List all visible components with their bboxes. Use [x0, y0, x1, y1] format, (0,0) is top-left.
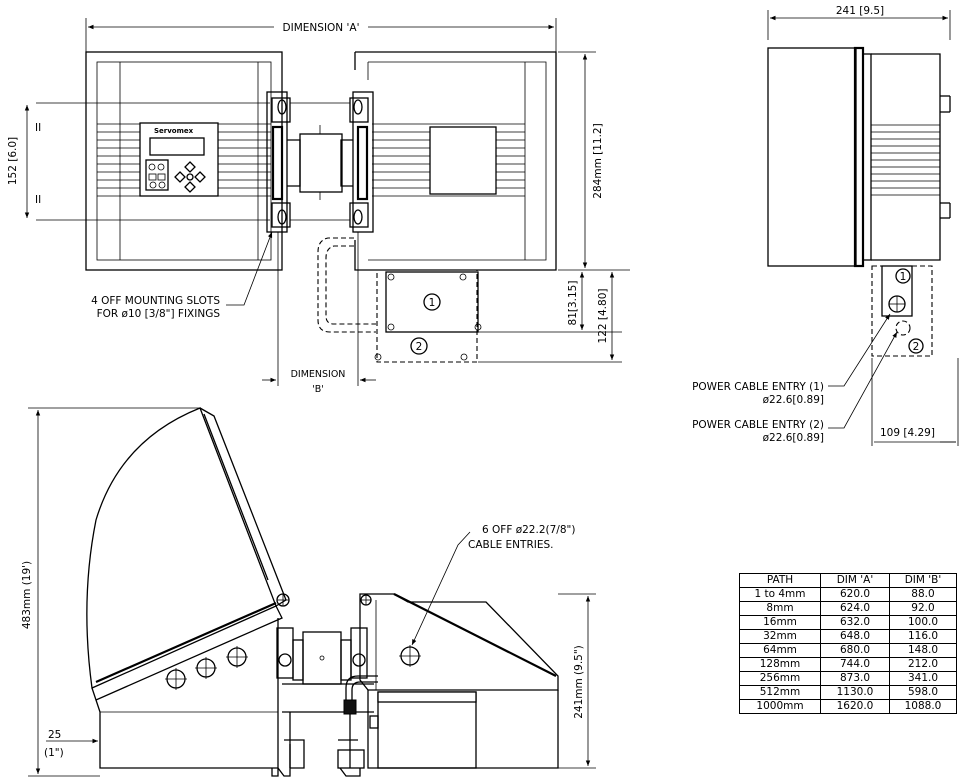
- top-view: DIMENSION 'A' Servomex: [7, 18, 630, 395]
- cable-entry-1-line1: POWER CABLE ENTRY (1): [692, 381, 824, 393]
- table-cell-dim-a: 873.0: [820, 671, 890, 686]
- table-cell-path: 256mm: [739, 671, 821, 686]
- table-header-row: PATH DIM 'A' DIM 'B': [739, 573, 957, 588]
- table-cell-path: 1000mm: [739, 699, 821, 714]
- top-callout-2: 2: [416, 341, 423, 353]
- cable-note-line1: 6 OFF ø22.2(7/8"): [482, 524, 575, 536]
- height-483-label: 483mm (19'): [21, 561, 33, 629]
- side-callout-2: 2: [913, 341, 920, 353]
- table-cell-dim-a: 1620.0: [820, 699, 890, 714]
- table-cell-path: 1 to 4mm: [739, 587, 821, 602]
- table-cell-dim-a: 680.0: [820, 643, 890, 658]
- table-header-dim-a: DIM 'A': [820, 573, 890, 588]
- dim-81-label: 81[3.15]: [567, 281, 579, 326]
- table-cell-path: 128mm: [739, 657, 821, 672]
- table-cell-dim-b: 598.0: [889, 685, 957, 700]
- dimension-b-label-line1: DIMENSION: [291, 369, 346, 380]
- height-152-label: 152 [6.0]: [7, 137, 19, 185]
- cable-entry-2-line2: ø22.6[0.89]: [763, 432, 824, 444]
- table-cell-dim-a: 648.0: [820, 629, 890, 644]
- table-cell-dim-a: 632.0: [820, 615, 890, 630]
- dimension-a-label: DIMENSION 'A': [283, 22, 360, 34]
- mounting-note-line1: 4 OFF MOUNTING SLOTS: [91, 295, 220, 307]
- table-cell-dim-b: 341.0: [889, 671, 957, 686]
- table-cell-dim-b: 88.0: [889, 587, 957, 602]
- table-cell-path: 16mm: [739, 615, 821, 630]
- table-header-path: PATH: [739, 573, 821, 588]
- table-header-dim-b: DIM 'B': [889, 573, 957, 588]
- dim-25-label: 25: [48, 729, 61, 741]
- cable-entry-2-line1: POWER CABLE ENTRY (2): [692, 419, 824, 431]
- dimension-b-label-line2: 'B': [312, 384, 324, 395]
- side-fins: [871, 124, 940, 196]
- table-cell-dim-b: 100.0: [889, 615, 957, 630]
- side-width-label: 241 [9.5]: [836, 5, 884, 17]
- table-cell-dim-b: 1088.0: [889, 699, 957, 714]
- table-cell-dim-a: 744.0: [820, 657, 890, 672]
- side-offset-label: 109 [4.29]: [880, 427, 935, 439]
- slot-mark-top: II: [35, 122, 41, 134]
- dim-122-label: 122 [4.80]: [597, 289, 609, 344]
- table-cell-dim-b: 92.0: [889, 601, 957, 616]
- table-cell-dim-b: 148.0: [889, 643, 957, 658]
- height-241-label: 241mm (9.5"): [573, 645, 585, 719]
- table-cell-dim-a: 620.0: [820, 587, 890, 602]
- mounting-note-line2: FOR ø10 [3/8"] FIXINGS: [97, 308, 221, 320]
- table-cell-dim-b: 212.0: [889, 657, 957, 672]
- table-cell-dim-b: 116.0: [889, 629, 957, 644]
- table-cell-path: 8mm: [739, 601, 821, 616]
- slot-mark-bottom: II: [35, 194, 41, 206]
- left-cable-entries: [165, 646, 248, 690]
- keypad-diamond: [174, 161, 206, 193]
- cable-entry-1-line2: ø22.6[0.89]: [763, 394, 824, 406]
- front-view: 483mm (19') 25 (1"): [21, 407, 596, 777]
- dim-1in-label: (1"): [44, 747, 64, 759]
- table-cell-path: 64mm: [739, 643, 821, 658]
- table-cell-path: 32mm: [739, 629, 821, 644]
- cable-note-line2: CABLE ENTRIES.: [468, 539, 553, 551]
- table-cell-dim-a: 624.0: [820, 601, 890, 616]
- table-cell-dim-a: 1130.0: [820, 685, 890, 700]
- side-callout-1: 1: [900, 271, 907, 283]
- table-cell-path: 512mm: [739, 685, 821, 700]
- side-view: 241 [9.5] 1 2 109 [4.29] POWER CABLE ENT: [692, 5, 959, 446]
- height-284-label: 284mm [11.2]: [592, 123, 604, 198]
- top-callout-1: 1: [429, 297, 436, 309]
- brand-label: Servomex: [154, 127, 194, 135]
